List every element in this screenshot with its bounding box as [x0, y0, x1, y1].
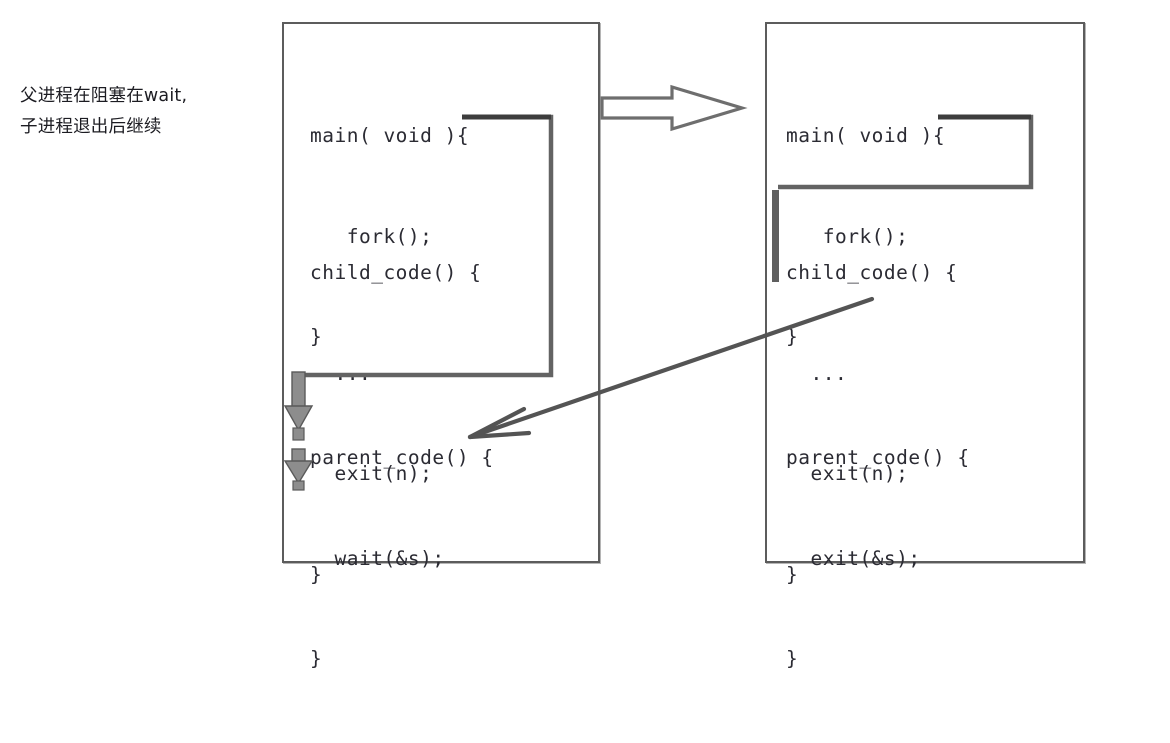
transition-block-arrow: [600, 84, 748, 132]
left-parent-line-3: }: [310, 647, 323, 670]
left-parent-function: parent_code() { wait(&s); }: [310, 374, 494, 743]
left-child-line-3: exit(n);: [310, 462, 433, 485]
left-parent-line-1: parent_code() {: [310, 446, 494, 469]
left-parent-line-2: wait(&s);: [310, 546, 445, 570]
left-child-line-4: }: [310, 562, 323, 586]
right-child-line-3: exit(n);: [786, 462, 909, 485]
right-parent-line-1: parent_code() {: [786, 446, 970, 469]
right-main-line-1: main( void ){: [786, 124, 946, 147]
right-main-line-2: fork();: [786, 224, 909, 248]
annotation-line-2: 子进程退出后继续: [20, 117, 162, 137]
right-child-line-1: child_code() {: [786, 261, 958, 284]
annotation-line-1: 父进程在阻塞在wait,: [20, 86, 188, 106]
right-parent-function: parent_code() { exit(&s); }: [786, 374, 970, 743]
right-code-box: [765, 22, 1085, 563]
right-parent-line-3: }: [786, 647, 799, 670]
diagram-canvas: 父进程在阻塞在wait, 子进程退出后继续 main( void ){ fork…: [20, 22, 1085, 670]
left-main-line-1: main( void ){: [310, 124, 470, 147]
right-parent-line-2: exit(&s);: [786, 546, 921, 570]
annotation-text: 父进程在阻塞在wait, 子进程退出后继续: [20, 81, 285, 143]
right-child-line-4: }: [786, 562, 799, 586]
left-child-line-1: child_code() {: [310, 261, 482, 284]
